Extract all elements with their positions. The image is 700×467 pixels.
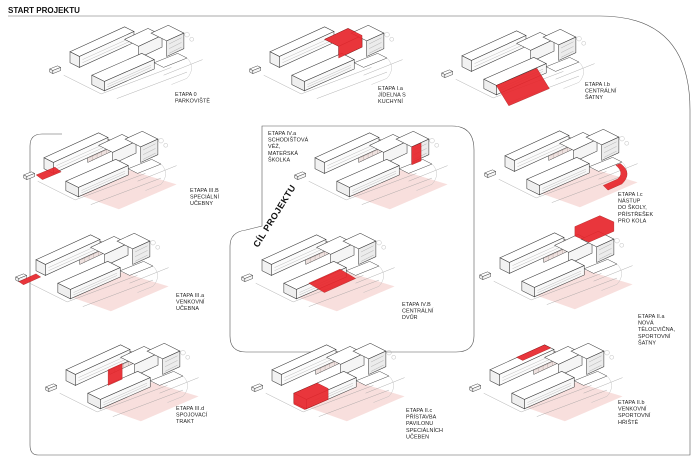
highlight-field <box>516 344 552 361</box>
stage-label-line: ŠATNY <box>585 94 603 101</box>
stage-label-line: SPOJOVACÍ <box>176 412 208 419</box>
stage-label-line: VENKOVNÍ <box>176 299 205 306</box>
highlight-courtyard <box>496 68 550 106</box>
campus-drawing <box>251 342 405 422</box>
stage-label-line: DVŮR <box>402 314 418 321</box>
stage-label-line: PŘÍSTAVBA <box>406 413 437 421</box>
goal-frame <box>229 125 475 353</box>
goal-title: CÍL PROJEKTU <box>251 183 298 249</box>
stage-label-line: ETAPA I.b <box>585 82 610 88</box>
stage-label-line: ŠATNY <box>638 339 656 346</box>
stage-label-line: ŠKOLKA <box>268 156 290 163</box>
stage-label-line: NÁSTUP <box>618 198 641 205</box>
campus-drawing <box>45 342 199 422</box>
stage-label-line: UČEBEN <box>406 433 429 440</box>
stage-label-line: VENKOVNÍ <box>618 406 647 413</box>
stage-label-line: SPORTOVNÍ <box>638 333 671 340</box>
stage-label-line: ETAPA 0 <box>175 92 197 98</box>
campus-drawing <box>249 24 403 99</box>
stage-label-line: ETAPA I.c <box>618 192 643 198</box>
campus-drawing <box>294 130 448 210</box>
highlight-classrooms <box>35 166 62 180</box>
stage-label-line: ETAPA IV.a <box>268 131 296 137</box>
campus-drawing <box>241 232 395 312</box>
stage-label-line: SPECIÁLNÍ <box>190 194 219 201</box>
stage-label-line: UČEBNA <box>176 305 199 312</box>
campus-drawing <box>469 342 623 422</box>
stage-label-line: SPORTOVNÍ <box>618 412 651 419</box>
stage-label-line: HŘIŠTĚ <box>618 418 639 426</box>
stage-label-line: TRAKT <box>176 419 195 425</box>
stage-label-line: CENTRÁLNÍ <box>402 308 434 315</box>
stage-label-line: PARKOVIŠTĚ <box>175 97 210 105</box>
stage-label-line: SCHODIŠŤOVÁ <box>268 136 309 144</box>
highlight-yard <box>308 268 357 293</box>
stage-label-line: PŘÍSTŘEŠEK <box>618 210 653 218</box>
highlight-outdoor <box>18 273 42 285</box>
campus-drawing <box>49 24 203 99</box>
stage-label-line: TĚLOCVIČNA, <box>638 325 675 333</box>
header-title: START PROJEKTU <box>8 6 80 15</box>
stage-label-line: PRO KOLA <box>618 218 647 224</box>
campus-drawing <box>15 232 169 312</box>
stage-label-line: ETAPA III.a <box>176 293 204 299</box>
highlight-entrance <box>602 163 628 191</box>
stage-label-line: ETAPA I.a <box>378 86 403 92</box>
stage-label-line: ETAPA III.d <box>176 406 204 412</box>
highlight-canteen <box>324 28 363 59</box>
stage-label-line: PAVILONU <box>406 421 433 427</box>
stage-label-line: UČEBNY <box>190 200 213 207</box>
stage-label-line: KUCHYNÍ <box>378 98 403 105</box>
stage-label-line: ETAPA II.a <box>638 314 665 320</box>
campus-drawing <box>479 215 633 310</box>
stage-label-line: ETAPA II.b <box>618 400 645 406</box>
stage-label-line: NOVÁ <box>638 320 654 327</box>
campus-drawing <box>441 28 595 106</box>
stage-label-line: ETAPA III.B <box>190 188 219 194</box>
stage-label-line: DO ŠKOLY, <box>618 204 647 211</box>
highlight-pavilion <box>293 382 329 410</box>
campus-drawing <box>23 130 177 210</box>
highlight-tower <box>411 142 422 166</box>
stage-label-line: CENTRÁLNÍ <box>585 88 617 95</box>
stage-label-line: ETAPA IV.B <box>402 302 431 308</box>
stage-label-line: MATEŘSKÁ <box>268 149 298 157</box>
outer-frame <box>29 15 691 456</box>
stage-label-line: VĚŽ, <box>268 142 281 150</box>
stage-label-line: SPECIÁLNÍCH <box>406 427 443 434</box>
stage-label-line: JÍDELNA S <box>378 92 406 99</box>
stage-label-line: ETAPA II.c <box>406 408 432 414</box>
campus-drawing <box>484 128 638 208</box>
highlight-connector <box>107 363 123 386</box>
highlight-gym <box>574 215 615 243</box>
